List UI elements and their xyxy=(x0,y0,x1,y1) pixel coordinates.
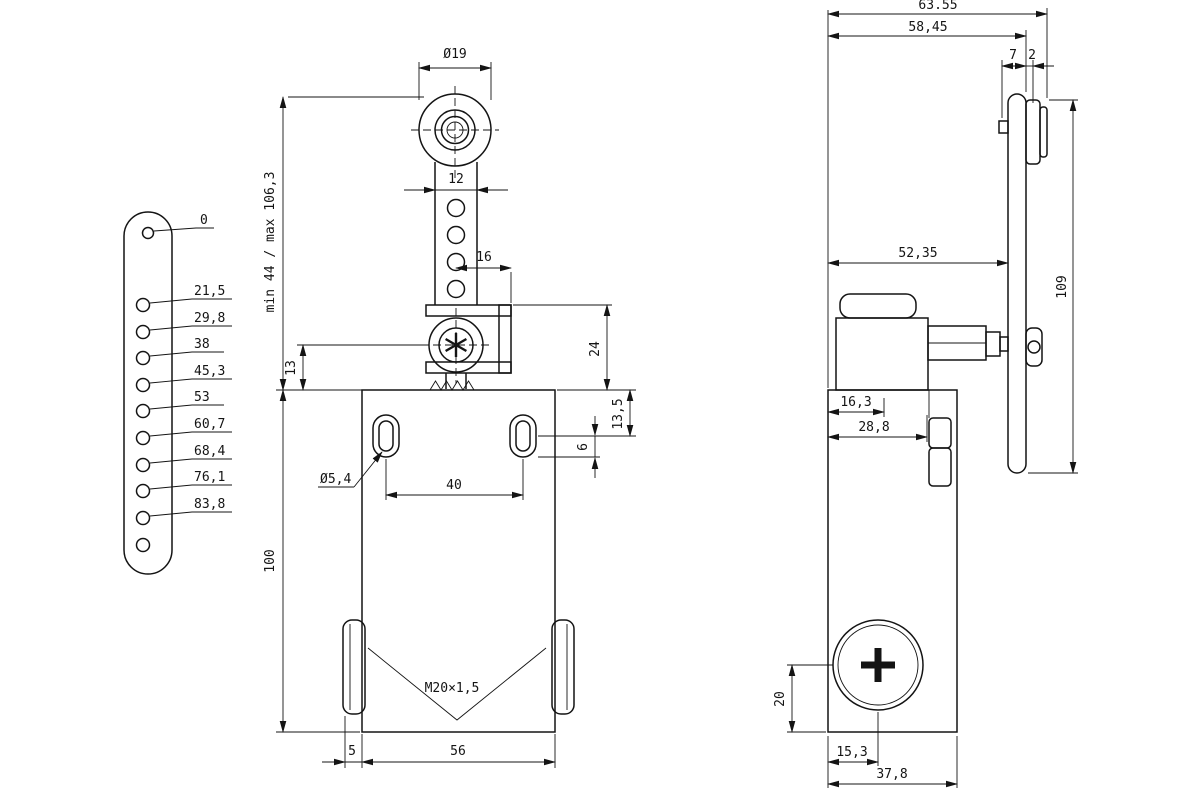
dim-24: 24 xyxy=(513,304,636,391)
switch-head-side xyxy=(835,293,1043,391)
switch-body-front: M20×1,5 xyxy=(342,380,575,733)
dim-label: 7 xyxy=(1009,48,1017,63)
dim-label: 40 xyxy=(446,478,462,493)
dim-slot-pitch: 40 xyxy=(385,459,524,500)
dim-20: 20 xyxy=(773,664,833,733)
lever-position-label: 45,3 xyxy=(194,364,225,379)
dim-label: 63.55 xyxy=(918,0,957,13)
lever-position-label: 21,5 xyxy=(194,284,225,299)
dim-bottom-widths: 5 56 xyxy=(322,716,556,768)
lever-positions-detail: 0 21,5 29,8 38 45,3 53 60,7 68,4 76,1 83… xyxy=(123,211,232,575)
lever-position-label: 60,7 xyxy=(194,417,225,432)
dim-label: 52,35 xyxy=(898,246,937,261)
dim-6: 6 xyxy=(538,416,600,478)
dim-label: 24 xyxy=(588,341,603,357)
lever-position-label: 83,8 xyxy=(194,497,225,512)
dim-52-35: 52,35 xyxy=(827,246,1009,267)
dim-label: 2 xyxy=(1028,48,1036,63)
dim-63-55: 63.55 xyxy=(827,0,1048,98)
leader-lines xyxy=(149,227,232,517)
dim-label: 20 xyxy=(773,691,788,707)
dim-label: 13,5 xyxy=(611,398,626,429)
dim-label: 56 xyxy=(450,744,466,759)
roller xyxy=(411,86,499,178)
dim-label: 13 xyxy=(284,360,299,376)
dim-arm-width: 12 xyxy=(404,172,508,194)
dim-lever-range: min 44 / max 106,3 xyxy=(263,96,424,391)
dim-label: Ø19 xyxy=(443,47,466,62)
dim-label: 28,8 xyxy=(858,420,889,435)
dim-label: 16 xyxy=(476,250,492,265)
dim-label: 109 xyxy=(1055,275,1070,298)
dim-label: 15,3 xyxy=(836,745,867,760)
dim-label: 100 xyxy=(263,549,278,572)
lever-position-label: 38 xyxy=(194,337,210,352)
dim-slot-diameter: Ø5,4 xyxy=(318,451,383,488)
dim-roller-diameter: Ø19 xyxy=(418,47,492,100)
dim-label: min 44 / max 106,3 xyxy=(263,172,278,313)
dim-13: 13 xyxy=(284,344,429,391)
dim-label: 58,45 xyxy=(908,20,947,35)
pivot-clamp xyxy=(421,304,512,384)
dim-label: Ø5,4 xyxy=(320,472,351,487)
thread-label: M20×1,5 xyxy=(425,681,480,696)
dim-16: 16 xyxy=(455,250,512,303)
dim-109: 109 xyxy=(1028,99,1078,474)
dim-7-2: 7 2 xyxy=(1001,48,1054,118)
dim-label: 16,3 xyxy=(840,395,871,410)
lever-position-label: 76,1 xyxy=(194,470,225,485)
lever-position-label: 0 xyxy=(200,213,208,228)
dim-16-3: 16,3 xyxy=(827,395,885,417)
dim-28-8: 28,8 xyxy=(827,415,928,442)
dim-13-5: 13,5 xyxy=(538,389,636,437)
lever-position-label: 53 xyxy=(194,390,210,405)
dim-label: 5 xyxy=(348,744,356,759)
switch-body-side xyxy=(827,389,958,733)
lever-position-label: 68,4 xyxy=(194,444,225,459)
dim-58-45: 58,45 xyxy=(827,20,1027,92)
dim-label: 12 xyxy=(448,172,464,187)
lever-plate-side xyxy=(998,93,1048,474)
front-view: M20×1,5 Ø19 12 16 min 44 / max 106, xyxy=(263,47,636,768)
dim-body-height: 100 xyxy=(263,389,360,733)
dim-label: 6 xyxy=(576,443,591,451)
dim-label: 37,8 xyxy=(876,767,907,782)
side-view: 63.55 58,45 7 2 52,35 109 xyxy=(773,0,1078,788)
lever-position-label: 29,8 xyxy=(194,311,225,326)
dim-bottom-side: 15,3 37,8 xyxy=(827,712,958,788)
